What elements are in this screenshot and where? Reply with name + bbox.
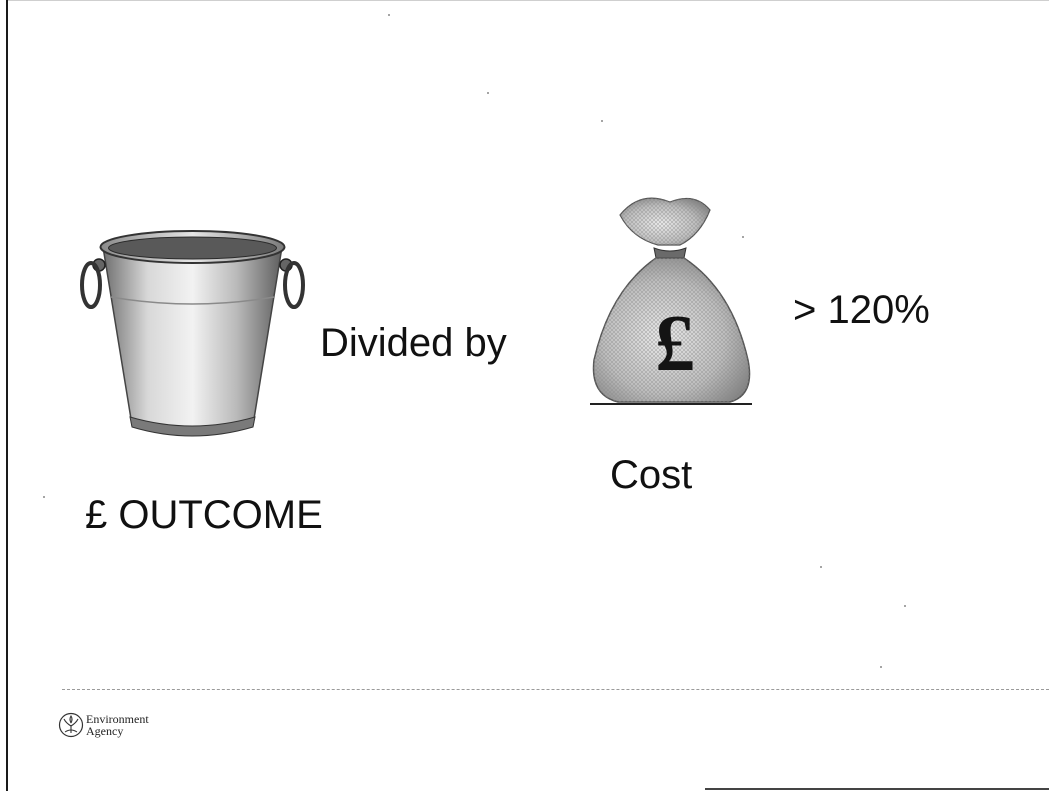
environment-agency-logo-icon bbox=[58, 712, 84, 738]
scan-speck bbox=[43, 496, 45, 498]
cost-label: Cost bbox=[610, 453, 693, 497]
scan-speck bbox=[880, 666, 882, 668]
slide-top-edge bbox=[6, 0, 1049, 1]
scan-speck bbox=[487, 92, 489, 94]
footer-divider bbox=[62, 689, 1049, 690]
money-bag-icon: £ bbox=[590, 197, 752, 405]
slide-bottom-edge bbox=[705, 788, 1049, 790]
pound-symbol: £ bbox=[655, 300, 695, 388]
scan-speck bbox=[601, 120, 603, 122]
logo-text-environment: Environment bbox=[86, 712, 149, 726]
divided-by-label: Divided by bbox=[320, 321, 507, 365]
scan-speck bbox=[904, 605, 906, 607]
ice-bucket-icon bbox=[80, 230, 305, 437]
scan-speck bbox=[820, 566, 822, 568]
scan-speck bbox=[742, 236, 744, 238]
ratio-threshold-label: > 120% bbox=[793, 288, 930, 332]
scan-speck bbox=[388, 14, 390, 16]
logo-text-agency: Agency bbox=[86, 724, 124, 738]
outcome-label: £ OUTCOME bbox=[85, 493, 323, 537]
slide-left-border bbox=[6, 0, 8, 791]
